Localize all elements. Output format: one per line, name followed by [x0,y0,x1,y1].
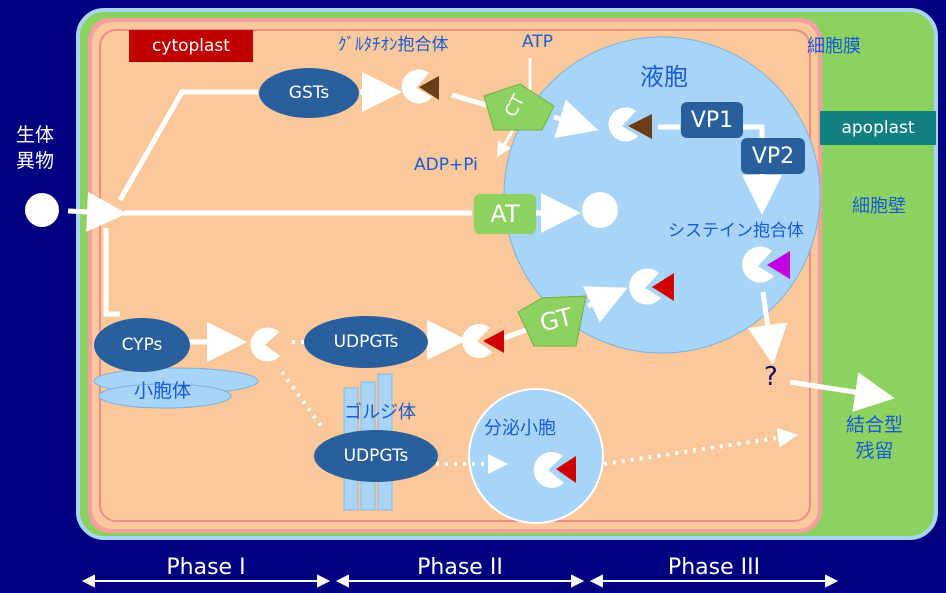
glutathione-tag [419,76,439,100]
microsome-label: 小胞体 [134,380,192,402]
glucose-tag [652,273,674,301]
molecule-vacuole-glc [629,268,661,305]
phase-1-label: Phase I [166,555,246,580]
vp2-label: VP2 [751,143,795,169]
secretory-vesicle [468,388,604,524]
glucose-tag-3 [556,456,576,483]
xenobiotic-label: 生体 異物 [16,124,55,172]
dotted-arrows [280,340,798,474]
udpgts-label-1: UDPGTs [333,332,399,352]
molecule-gsh [401,69,432,104]
cyps-label: CYPs [121,335,163,355]
phase-2-label: Phase II [417,555,503,580]
phase-3-label: Phase III [667,555,761,580]
ct-transporter [483,83,555,131]
gsts-label: GSTs [288,83,330,103]
secretory-vesicle-label: 分泌小胞 [484,418,556,439]
cyps-enzyme: CYPs [94,318,190,372]
udpgts-enzyme-1: UDPGTs [304,316,428,368]
membrane-label: 細胞膜 [807,36,861,57]
atp-label: ATP [522,32,553,52]
molecule-vacuole-gsh [608,107,638,142]
bound-residue-label: 結合型 残留 [846,414,904,462]
atp-arrows [496,58,532,158]
vacuole-label: 液胞 [640,63,688,91]
molecule-cysteine [742,246,774,283]
membrane-line [99,29,811,522]
molecule-phase1 [250,327,280,362]
adp-label: ADP+Pi [414,155,478,175]
at-transporter [474,194,536,234]
golgi-label: ゴルジ体 [344,402,416,423]
udpgts-label-2: UDPGTs [343,446,409,466]
cytoplast-label: cytoplast [129,30,253,62]
molecule-vesicle [533,451,564,488]
cysteine-conjugate-label: システイン抱合体 [668,221,804,241]
glutathione-tag-2 [628,114,652,139]
molecule-vacuole-at [582,192,618,228]
phase-bars [81,574,839,588]
gsts-enzyme: GSTs [259,68,359,118]
er-membrane-2 [98,383,232,409]
cysteine-tag [767,251,790,279]
vp1-box [681,102,743,138]
molecule-udp [462,323,492,358]
gt-transporter [517,295,587,347]
at-label: AT [490,200,520,228]
cell-wall-label: 細胞壁 [852,196,906,217]
unknown-label: ? [764,362,778,392]
apoplast-label: apoplast [820,111,936,145]
pathway-arrows [67,72,895,412]
glucose-tag-2 [483,330,504,353]
xenobiotic-molecule [25,193,59,227]
glutathione-conjugate-label: ｸﾞﾙﾀﾁｵﾝ抱合体 [338,35,449,55]
vp2-box [741,138,805,174]
udpgts-enzyme-2: UDPGTs [314,430,438,482]
vp1-label: VP1 [690,107,734,133]
